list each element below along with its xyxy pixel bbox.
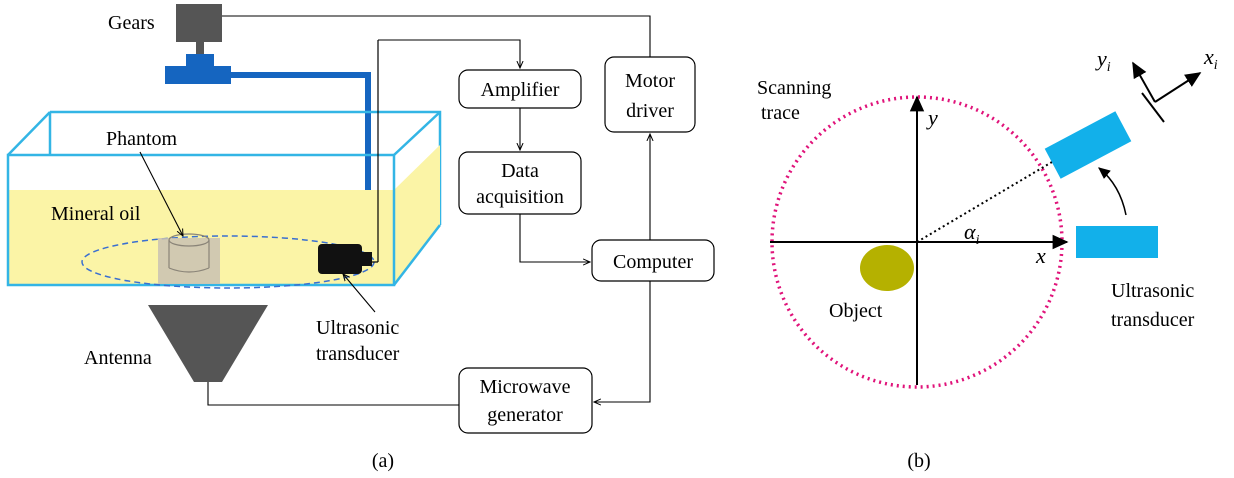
tank-edge-tr [393, 111, 441, 156]
data-acquisition-box: Data acquisition [458, 151, 582, 215]
gears-label: Gears [108, 12, 155, 34]
mineral-oil-side [394, 145, 440, 285]
local-frame-tick [1141, 92, 1165, 123]
transducer-label-b: transducer [1111, 309, 1195, 331]
ultrasonic-label-b: Ultrasonic [1111, 280, 1194, 302]
amplifier-label: Amplifier [481, 79, 560, 101]
motor-driver-line1: Motor [625, 70, 675, 92]
object-label: Object [829, 300, 883, 322]
computer-box: Computer [591, 239, 715, 282]
microwave-generator-box: Microwave generator [458, 367, 593, 434]
transducer-connector [358, 252, 372, 266]
mineral-oil-label: Mineral oil [51, 203, 141, 225]
antenna-label: Antenna [84, 347, 152, 369]
scanning-label-line1: Scanning [757, 77, 831, 99]
xi-label: xi [1203, 44, 1218, 73]
motor-driver-box: Motor driver [604, 56, 696, 133]
phantom-bottom [168, 267, 210, 273]
rotation-arrow [1098, 167, 1127, 216]
yi-axis [1132, 61, 1156, 103]
tank-edge-br [393, 224, 441, 286]
radius-line [916, 161, 1053, 243]
ultrasonic-label: Ultrasonic [316, 317, 399, 339]
tank-front-face [6, 153, 396, 287]
connection-lines [207, 15, 651, 406]
gears-coupler-base [165, 66, 231, 84]
phantom-label: Phantom [106, 128, 178, 150]
tank-edge-tl [7, 111, 51, 156]
x-axis-label: x [1035, 243, 1046, 268]
caption-b: (b) [907, 450, 930, 472]
transducer-to-amplifier [378, 39, 520, 68]
y-axis-label: y [926, 105, 938, 130]
panel-b: y x Scanning trace Object αi yi xi Ultra… [757, 44, 1218, 472]
gears-coupler-top [186, 54, 214, 66]
transducer-rotated-icon [1044, 111, 1132, 179]
amplifier-box: Amplifier [458, 69, 582, 109]
data-acquisition-line2: acquisition [476, 186, 564, 208]
phantom-pointer [139, 151, 183, 236]
antenna-icon [148, 305, 268, 382]
panel-a: Gears Phantom Mineral oil [6, 4, 715, 472]
microwave-generator-line2: generator [487, 404, 563, 426]
gears-shaft [196, 42, 204, 54]
caption-a: (a) [372, 450, 394, 472]
transducer-initial-icon [1076, 226, 1158, 258]
data-acquisition-line1: Data [501, 160, 539, 182]
xi-axis [1154, 72, 1202, 103]
yi-label: yi [1095, 46, 1111, 75]
microwave-generator-line1: Microwave [479, 376, 570, 398]
ultrasonic-transducer-icon [318, 244, 362, 274]
object-marker [860, 245, 914, 291]
phantom-body [158, 238, 220, 284]
scanning-label-line2: trace [761, 102, 800, 124]
microwave-to-antenna [207, 382, 459, 406]
data-to-computer [519, 214, 590, 262]
gears-motor-icon [176, 4, 222, 42]
transducer-label: transducer [316, 343, 400, 365]
computer-label: Computer [613, 251, 693, 273]
computer-to-microwave [594, 281, 651, 402]
transducer-pointer [343, 274, 376, 313]
motor-to-gears [222, 15, 651, 57]
motor-driver-line2: driver [626, 100, 674, 122]
alpha-label: αi [964, 219, 980, 248]
